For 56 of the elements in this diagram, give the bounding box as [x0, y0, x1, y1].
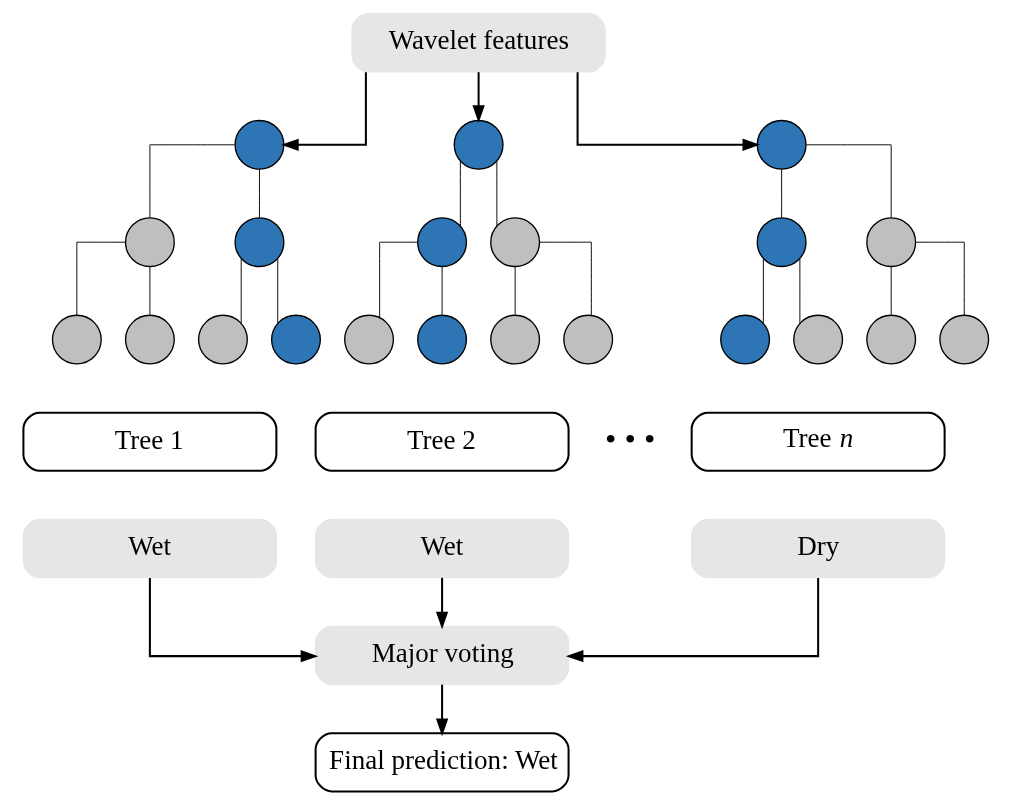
- node-circle: [792, 314, 843, 365]
- node-box: Major voting: [314, 625, 569, 686]
- node-box: Dry: [690, 518, 945, 579]
- connector: [890, 266, 892, 316]
- node-circle: [865, 314, 916, 365]
- node-circle: [865, 217, 916, 268]
- node-circle: [453, 119, 504, 170]
- connector: [258, 168, 260, 218]
- arrow: [435, 684, 448, 737]
- node-circle: [562, 314, 613, 365]
- node-box: Wavelet features: [350, 12, 606, 73]
- connector: [240, 258, 242, 324]
- node-circle: [416, 217, 467, 268]
- node-circle: [719, 314, 770, 365]
- node-circle: [197, 314, 248, 365]
- connector: [805, 144, 892, 219]
- node-box: Wet: [314, 518, 569, 579]
- arrow: [565, 578, 819, 663]
- connector: [378, 241, 418, 318]
- node-circle: [233, 119, 284, 170]
- connector: [762, 258, 764, 324]
- connector: [276, 258, 278, 324]
- node-box: Tree 2: [314, 411, 570, 472]
- arrow: [576, 72, 760, 151]
- connector: [148, 144, 235, 219]
- node-circle: [756, 217, 807, 268]
- node-circle: [416, 314, 467, 365]
- node-circle: [756, 119, 807, 170]
- connector: [538, 241, 592, 316]
- arrow: [471, 72, 485, 123]
- node-circle: [124, 217, 175, 268]
- arrow: [148, 578, 318, 663]
- node-circle: [489, 217, 540, 268]
- arrow: [280, 72, 367, 151]
- node-circle: [124, 314, 175, 365]
- node-box: Tree n: [690, 411, 946, 472]
- node-circle: [51, 314, 102, 365]
- node-circle: [938, 314, 989, 365]
- node-box: Wet: [22, 518, 277, 579]
- node-box: Final prediction: Wet: [314, 732, 570, 793]
- connector: [495, 160, 497, 227]
- connector: [514, 266, 516, 316]
- arrow: [435, 577, 448, 630]
- connector: [780, 168, 782, 218]
- node-circle: [343, 314, 394, 365]
- connector: [148, 266, 150, 316]
- node-circle: [270, 314, 321, 365]
- label: • • •: [604, 421, 655, 458]
- node-circle: [233, 217, 284, 268]
- connector: [75, 241, 126, 316]
- node-circle: [489, 314, 540, 365]
- connector: [914, 241, 965, 316]
- connector: [441, 266, 443, 316]
- connector: [798, 258, 800, 324]
- connector: [459, 160, 461, 227]
- node-box: Tree 1: [21, 411, 277, 472]
